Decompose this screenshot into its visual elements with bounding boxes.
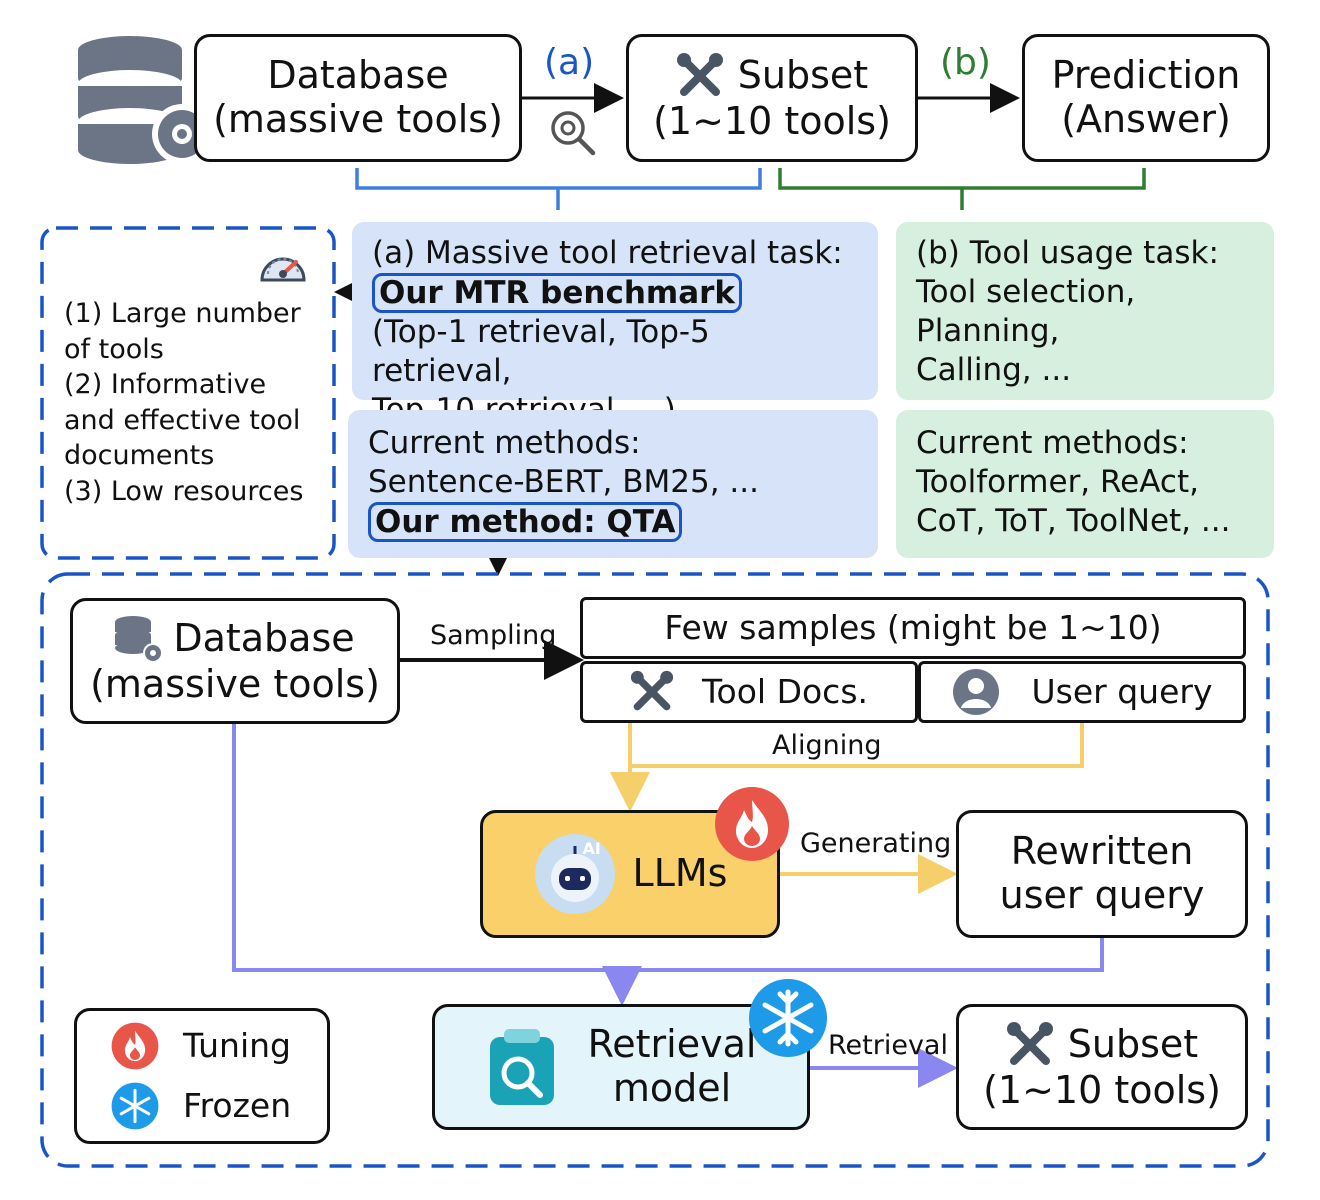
subset-box: Subset (1~10 tools): [626, 34, 918, 162]
methods-a-line1: Current methods:: [368, 425, 641, 461]
note-line: documents: [64, 440, 215, 471]
wrench-icon: [1006, 1021, 1054, 1069]
search-gear-icon: [548, 108, 598, 158]
prediction-line2: (Answer): [1061, 97, 1231, 141]
database-line1: Database: [267, 53, 449, 98]
qta-method-highlight: Our method: QTA: [368, 502, 683, 542]
note-line: (3) Low resources: [64, 475, 304, 507]
pipeline-database-line1: Database: [173, 616, 355, 661]
prediction-line1: Prediction: [1051, 53, 1241, 98]
pipeline-database-box: Database (massive tools): [70, 598, 400, 724]
methods-b-line2: Toolformer, ReAct,: [916, 464, 1199, 500]
pipeline-subset-line1: Subset: [1067, 1022, 1199, 1067]
database-small-icon: [115, 615, 164, 664]
rewritten-query-box: Rewritten user query: [956, 810, 1248, 938]
aligning-line: [628, 722, 1084, 768]
arrow-a-label: (a): [544, 42, 595, 83]
retrieval-clipboard-icon: [486, 1027, 558, 1107]
database-box: Database (massive tools): [194, 34, 522, 162]
fire-icon: [714, 786, 790, 862]
arrow-b-label: (b): [940, 42, 991, 83]
methods-b-panel: Current methods: Toolformer, ReAct, CoT,…: [896, 410, 1274, 558]
legend-tuning-label: Tuning: [183, 1026, 292, 1066]
retrieval-model-line2: model: [612, 1066, 732, 1110]
legend-frozen-label: Frozen: [183, 1086, 292, 1126]
methods-b-line1: Current methods:: [916, 425, 1189, 461]
rewritten-line1: Rewritten: [1010, 829, 1194, 874]
few-samples-label: Few samples (might be 1~10): [664, 608, 1162, 648]
pipeline-subset-line2: (1~10 tools): [983, 1068, 1221, 1113]
note-line: and effective tool: [64, 404, 301, 436]
green-brace: [778, 168, 1146, 210]
subset-line1: Subset: [737, 53, 869, 98]
prediction-box: Prediction (Answer): [1022, 34, 1270, 162]
ai-badge: AI: [582, 839, 601, 858]
note-line: of tools: [64, 333, 164, 365]
speedometer-icon: [258, 244, 308, 286]
tool-docs-box: Tool Docs.: [580, 661, 918, 723]
generating-label: Generating: [800, 828, 952, 859]
database-to-retrieval-line: [232, 724, 1104, 972]
notes-list: (1) Large number of tools (2) Informativ…: [64, 296, 303, 509]
retrieval-model-box: Retrieval model: [432, 1004, 810, 1130]
database-line2: (massive tools): [213, 97, 503, 141]
legend-box: Tuning Frozen: [74, 1008, 330, 1144]
user-query-box: User query: [918, 661, 1246, 723]
task-b-line4: Calling, ...: [916, 352, 1072, 388]
note-line: (1) Large number: [64, 298, 301, 329]
methods-b-line3: CoT, ToT, ToolNet, ...: [916, 503, 1231, 539]
pipeline-frame: [40, 572, 1270, 1168]
wrench-icon: [676, 52, 724, 100]
sampling-label: Sampling: [430, 620, 557, 651]
task-a-line3: (Top-1 retrieval, Top-5 retrieval,: [372, 314, 710, 389]
methods-a-panel: Current methods: Sentence-BERT, BM25, ..…: [348, 410, 878, 558]
retrieval-label: Retrieval: [828, 1030, 948, 1061]
wrench-icon: [630, 670, 674, 714]
task-a-panel: (a) Massive tool retrieval task: Our MTR…: [352, 222, 878, 428]
database-icon: [78, 34, 214, 166]
mtr-benchmark-highlight: Our MTR benchmark: [372, 273, 743, 313]
task-b-panel: (b) Tool usage task: Tool selection, Pla…: [896, 222, 1274, 400]
user-query-label: User query: [1031, 672, 1213, 712]
task-a-line1: (a) Massive tool retrieval task:: [372, 235, 843, 271]
snowflake-legend-icon: [111, 1082, 159, 1130]
rewritten-line2: user query: [999, 873, 1205, 917]
robot-icon: AI: [533, 832, 617, 916]
few-samples-box: Few samples (might be 1~10): [580, 597, 1246, 659]
llms-label: LLMs: [632, 851, 728, 896]
tool-docs-label: Tool Docs.: [701, 672, 868, 712]
retrieval-model-line1: Retrieval: [587, 1022, 757, 1067]
user-avatar-icon: [952, 668, 1000, 716]
task-b-line1: (b) Tool usage task:: [916, 235, 1219, 271]
snowflake-icon: [748, 978, 828, 1058]
fire-legend-icon: [111, 1022, 159, 1070]
pipeline-database-line2: (massive tools): [90, 662, 380, 707]
task-b-line3: Planning,: [916, 313, 1060, 349]
methods-a-line2: Sentence-BERT, BM25, ...: [368, 464, 759, 500]
note-line: (2) Informative: [64, 369, 267, 400]
task-b-line2: Tool selection,: [916, 274, 1136, 310]
aligning-label: Aligning: [772, 730, 882, 761]
subset-line2: (1~10 tools): [653, 99, 891, 144]
blue-brace: [355, 168, 762, 210]
pipeline-subset-box: Subset (1~10 tools): [956, 1004, 1248, 1130]
